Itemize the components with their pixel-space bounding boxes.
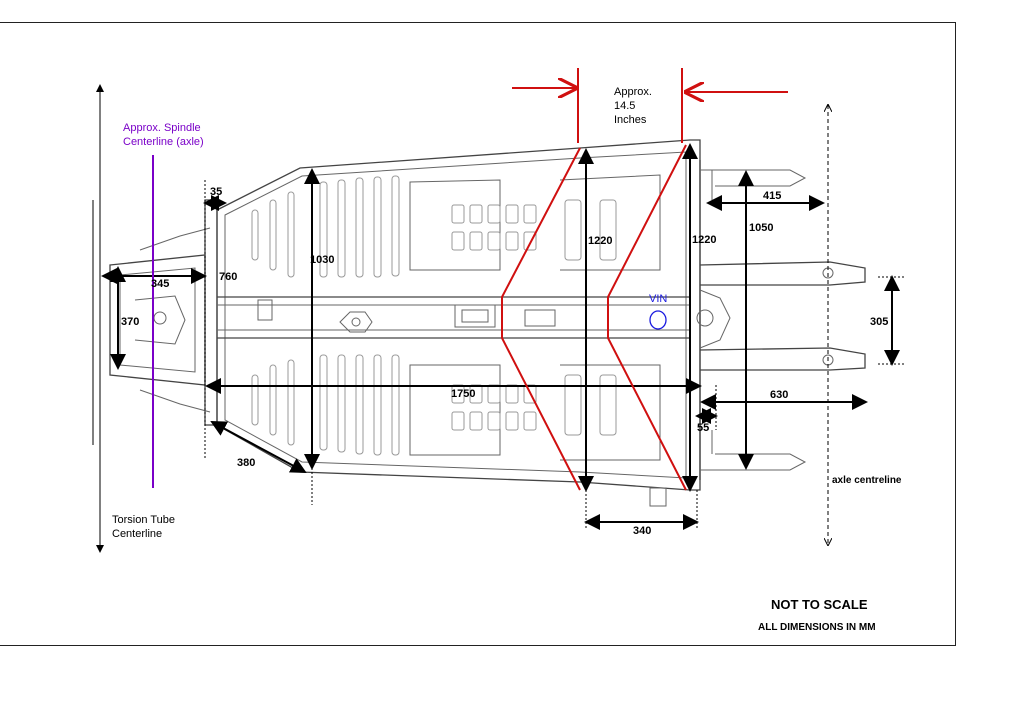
dim-1220-left: 1220 [588, 235, 612, 247]
dim-55: 55 [697, 422, 709, 434]
dim-1220-right: 1220 [692, 234, 716, 246]
vin-marker [649, 310, 667, 330]
torsion-label-line1: Torsion Tube [112, 514, 175, 526]
dim-630: 630 [770, 389, 788, 401]
approx-width-line2: 14.5 [614, 100, 635, 112]
floor-ribs [251, 175, 617, 456]
dim-345: 345 [151, 278, 169, 290]
chassis-outline [109, 139, 866, 507]
spindle-label-line1: Approx. Spindle [123, 122, 201, 134]
dimension-values: 35 345 760 370 1030 380 1750 1220 1220 3… [121, 186, 888, 537]
dim-760: 760 [219, 271, 237, 283]
dimension-lines [92, 84, 905, 553]
drawing-frame [0, 22, 956, 646]
dim-415: 415 [763, 190, 781, 202]
not-to-scale-label: NOT TO SCALE [771, 597, 868, 612]
torsion-label-line2: Centerline [112, 528, 162, 540]
dim-35: 35 [210, 186, 222, 198]
spindle-label-line2: Centerline (axle) [123, 136, 204, 148]
dim-370: 370 [121, 316, 139, 328]
annotation-labels: Approx. Spindle Centerline (axle) Torsio… [112, 86, 902, 633]
units-note-label: ALL DIMENSIONS IN MM [758, 622, 876, 633]
dim-1050: 1050 [749, 222, 773, 234]
dim-305: 305 [870, 316, 888, 328]
dim-1030: 1030 [310, 254, 334, 266]
approx-width-line1: Approx. [614, 86, 652, 98]
approx-width-line3: Inches [614, 114, 647, 126]
dim-380: 380 [237, 457, 255, 469]
axle-centreline-label: axle centreline [832, 475, 902, 486]
vin-label: VIN [649, 293, 667, 305]
red-markings [501, 68, 788, 491]
dim-340: 340 [633, 525, 651, 537]
dim-1750: 1750 [451, 388, 475, 400]
